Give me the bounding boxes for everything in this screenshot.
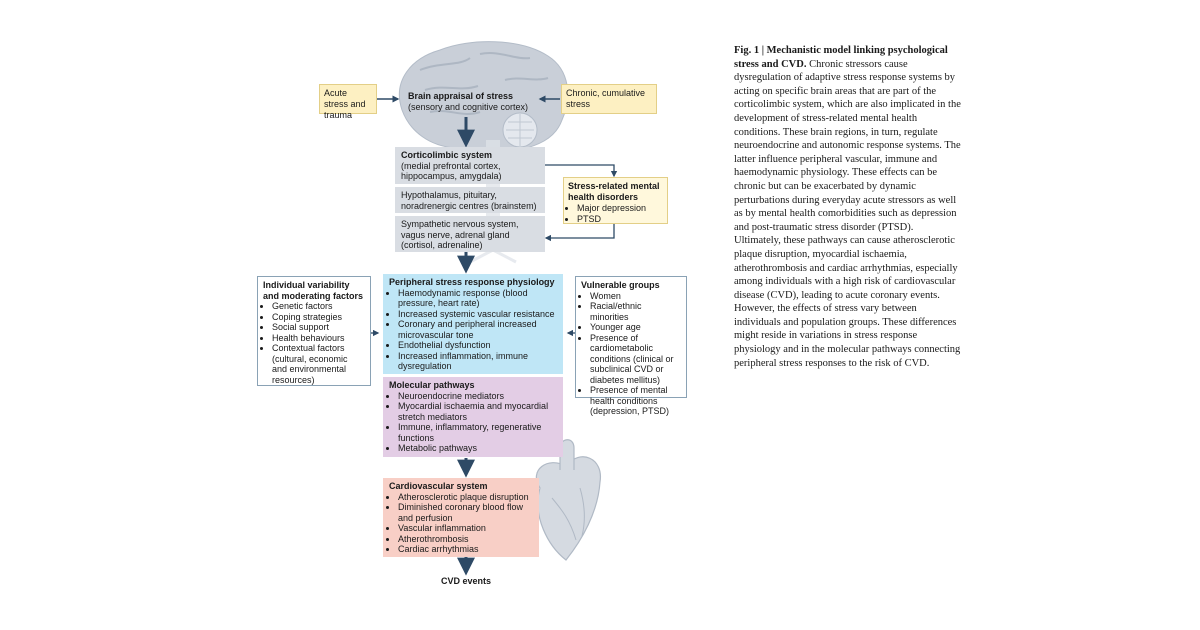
hypothalamus-text: Hypothalamus, pituitary, noradrenergic c… [401,190,537,211]
list-item: Neuroendocrine mediators [398,391,557,402]
corticolimbic-title: Corticolimbic system [401,150,493,160]
list-item: Younger age [590,322,681,333]
brain-icon [398,41,569,152]
list-item: Increased inflammation, immune dysregula… [398,351,557,372]
acute-stress-label: Acute stress and trauma [324,88,366,120]
cardiovascular-system-list: Atherosclerotic plaque disruption Dimini… [389,492,533,555]
list-item: Presence of mental health conditions (de… [590,385,681,417]
mental-health-title: Stress-related mental health disorders [568,181,660,202]
corticolimbic-sub: (medial prefrontal cortex, hippocampus, … [401,160,502,182]
list-item: Racial/ethnic minorities [590,301,681,322]
caption-label: Fig. 1 | Mechanistic model linking psych… [734,45,948,70]
list-item: Atherothrombosis [398,534,533,545]
caption-text: Chronic stressors cause dysregulation of… [734,58,961,369]
list-item: Health behaviours [272,333,365,344]
list-item: Myocardial ischaemia and myocardial stre… [398,401,557,422]
sympathetic-text: Sympathetic nervous system, vagus nerve,… [401,219,519,250]
cvd-events-label: CVD events [440,576,492,586]
list-item: Endothelial dysfunction [398,340,557,351]
list-item: Cardiac arrhythmias [398,544,533,555]
arrow-from-mental [544,224,615,242]
list-item: Immune, inflammatory, regenerative funct… [398,422,557,443]
chronic-stress-label: Chronic, cumulative stress [566,88,646,109]
peripheral-physiology-title: Peripheral stress response physiology [389,277,555,287]
list-item: Vascular inflammation [398,523,533,534]
list-item: PTSD [577,214,663,225]
list-item: Social support [272,322,365,333]
mental-health-box: Stress-related mental health disorders M… [563,177,668,224]
mental-health-list: Major depression PTSD [568,203,663,225]
list-item: Presence of cardiometabolic conditions (… [590,333,681,386]
molecular-pathways-box: Molecular pathways Neuroendocrine mediat… [383,377,563,457]
list-item: Major depression [577,203,663,214]
corticolimbic-box: Corticolimbic system (medial prefrontal … [395,147,545,184]
sympathetic-box: Sympathetic nervous system, vagus nerve,… [395,216,545,252]
vulnerable-groups-title: Vulnerable groups [581,280,660,290]
peripheral-physiology-list: Haemodynamic response (blood pressure, h… [389,288,557,372]
list-item: Diminished coronary blood flow and perfu… [398,502,533,523]
arrow-to-mental [545,164,618,178]
brain-appraisal-sub: (sensory and cognitive cortex) [408,101,529,112]
brain-appraisal-title: Brain appraisal of stress [408,91,514,101]
individual-variability-title: Individual variability and moderating fa… [263,280,364,301]
acute-stress-box: Acute stress and trauma [319,84,377,120]
hypothalamus-box: Hypothalamus, pituitary, noradrenergic c… [395,187,545,213]
cardiovascular-system-title: Cardiovascular system [389,481,488,491]
heart-icon [535,439,601,561]
list-item: Coronary and peripheral increased microv… [398,319,557,340]
list-item: Coping strategies [272,312,365,323]
brain-appraisal-label: Brain appraisal of stress (sensory and c… [408,91,543,112]
individual-variability-box: Individual variability and moderating fa… [257,276,371,386]
figure-caption: Fig. 1 | Mechanistic model linking psych… [734,44,962,370]
list-item: Genetic factors [272,301,365,312]
vulnerable-groups-list: Women Racial/ethnic minorities Younger a… [581,291,681,417]
list-item: Haemodynamic response (blood pressure, h… [398,288,557,309]
list-item: Women [590,291,681,302]
molecular-pathways-title: Molecular pathways [389,380,475,390]
list-item: Metabolic pathways [398,443,557,454]
individual-variability-list: Genetic factors Coping strategies Social… [263,301,365,385]
molecular-pathways-list: Neuroendocrine mediators Myocardial isch… [389,391,557,454]
list-item: Atherosclerotic plaque disruption [398,492,533,503]
peripheral-physiology-box: Peripheral stress response physiology Ha… [383,274,563,374]
list-item: Increased systemic vascular resistance [398,309,557,320]
vulnerable-groups-box: Vulnerable groups Women Racial/ethnic mi… [575,276,687,416]
list-item: Contextual factors (cultural, economic a… [272,343,365,385]
chronic-stress-box: Chronic, cumulative stress [561,84,657,114]
cardiovascular-system-box: Cardiovascular system Atherosclerotic pl… [383,478,539,557]
